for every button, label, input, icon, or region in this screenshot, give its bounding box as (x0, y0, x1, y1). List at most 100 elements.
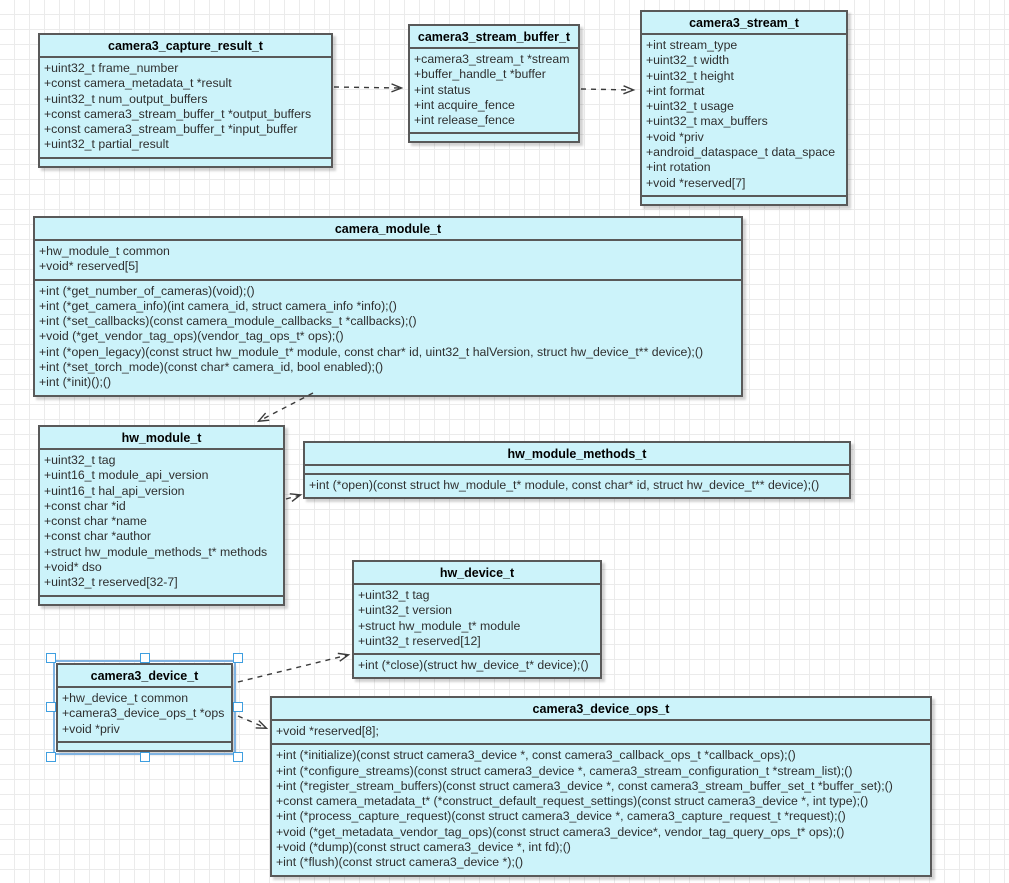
member-row: +android_dataspace_t data_space (646, 145, 836, 160)
member-row: +void (*get_metadata_vendor_tag_ops)(con… (276, 824, 845, 839)
class-camera3-stream[interactable]: camera3_stream_t +int stream_type+uint32… (640, 10, 848, 206)
class-camera3-device[interactable]: camera3_device_t +hw_device_t common+cam… (46, 653, 243, 762)
attributes-compartment: +hw_module_t common+void* reserved[5] (35, 241, 741, 281)
class-camera3-device-ops[interactable]: camera3_device_ops_t +void *reserved[8];… (270, 696, 932, 877)
member-row: +void (*dump)(const struct camera3_devic… (276, 840, 571, 855)
member-row: +int (*flush)(const struct camera3_devic… (276, 855, 524, 870)
member-row: +struct hw_module_t* module (358, 618, 521, 633)
methods-compartment: +int (*open)(const struct hw_module_t* m… (305, 475, 849, 497)
member-row: +void *priv (62, 721, 120, 736)
empty-methods-compartment (40, 597, 283, 604)
resize-handle-bottom-middle[interactable] (139, 751, 150, 762)
class-title: camera3_device_t (58, 665, 231, 688)
class-camera3-stream-buffer[interactable]: camera3_stream_buffer_t +camera3_stream_… (408, 24, 580, 144)
empty-attributes-compartment (305, 466, 849, 475)
member-row: +void *reserved[8]; (276, 724, 379, 738)
connector-stream-buffer-to-stream[interactable] (580, 85, 636, 95)
class-title: hw_module_t (40, 427, 283, 450)
connector-camera-module-to-hw-module[interactable] (256, 392, 314, 423)
member-row: +int (*configure_streams)(const struct c… (276, 763, 853, 778)
member-row: +void (*get_vendor_tag_ops)(vendor_tag_o… (39, 329, 344, 344)
class-title: hw_module_methods_t (305, 443, 849, 466)
member-row: +uint16_t module_api_version (44, 468, 209, 483)
attributes-compartment: +uint32_t frame_number+const camera_meta… (40, 58, 331, 159)
member-row: +int (*set_torch_mode)(const char* camer… (39, 360, 384, 375)
member-row: +const camera3_stream_buffer_t *input_bu… (44, 122, 298, 137)
class-title: camera3_stream_buffer_t (410, 26, 578, 49)
empty-methods-compartment (58, 743, 231, 750)
member-row: +int stream_type (646, 38, 738, 52)
methods-compartment: +int (*initialize)(const struct camera3_… (272, 745, 930, 874)
member-row: +uint32_t reserved[12] (358, 633, 481, 648)
member-row: +uint32_t tag (44, 453, 116, 467)
class-hw-device[interactable]: hw_device_t +uint32_t tag+uint32_t versi… (352, 560, 602, 680)
resize-handle-top-middle[interactable] (139, 653, 150, 663)
member-row: +int (*open_legacy)(const struct hw_modu… (39, 344, 704, 359)
resize-handle-bottom-right[interactable] (233, 751, 243, 762)
attributes-compartment: +camera3_stream_t *stream+buffer_handle_… (410, 49, 578, 135)
member-row: +const camera_metadata_t* (*construct_de… (276, 794, 869, 809)
member-row: +int format (646, 83, 705, 98)
member-row: +void *priv (646, 129, 704, 144)
connector-camera3-device-to-device-ops[interactable] (237, 715, 269, 729)
member-row: +int (*process_capture_request)(const st… (276, 809, 846, 824)
member-row: +hw_device_t common (62, 691, 189, 705)
class-title: hw_device_t (354, 562, 600, 585)
class-title: camera_module_t (35, 218, 741, 241)
resize-handle-middle-left[interactable] (46, 702, 56, 713)
attributes-compartment: +hw_device_t common+camera3_device_ops_t… (58, 688, 231, 743)
member-row: +uint32_t height (646, 68, 734, 83)
member-row: +uint16_t hal_api_version (44, 483, 185, 498)
member-row: +uint32_t max_buffers (646, 114, 768, 129)
member-row: +const camera3_stream_buffer_t *output_b… (44, 106, 312, 121)
member-row: +int status (414, 82, 471, 97)
resize-handle-middle-right[interactable] (233, 702, 243, 713)
member-row: +void *reserved[7] (646, 175, 746, 190)
member-row: +const char *id (44, 498, 126, 513)
class-title: camera3_device_ops_t (272, 698, 930, 721)
class-hw-module[interactable]: hw_module_t +uint32_t tag+uint16_t modul… (38, 425, 285, 606)
member-row: +const camera_metadata_t *result (44, 76, 232, 91)
member-row: +hw_module_t common (39, 244, 170, 258)
member-row: +int (*initialize)(const struct camera3_… (276, 748, 796, 763)
member-row: +uint32_t reserved[32-7] (44, 575, 178, 590)
class-title: camera3_capture_result_t (40, 35, 331, 58)
member-row: +uint32_t partial_result (44, 137, 169, 152)
class-camera-module[interactable]: camera_module_t +hw_module_t common+void… (33, 216, 743, 397)
member-row: +void* dso (44, 560, 102, 575)
member-row: +const char *author (44, 529, 151, 544)
member-row: +int (*register_stream_buffers)(const st… (276, 778, 893, 793)
class-camera3-capture-result[interactable]: camera3_capture_result_t +uint32_t frame… (38, 33, 333, 168)
empty-methods-compartment (40, 159, 331, 166)
member-row: +int (*get_number_of_cameras)(void);() (39, 283, 255, 298)
resize-handle-bottom-left[interactable] (46, 751, 56, 762)
class-hw-module-methods[interactable]: hw_module_methods_t +int (*open)(const s… (303, 441, 851, 500)
attributes-compartment: +uint32_t tag+uint32_t version+struct hw… (354, 585, 600, 656)
member-row: +const char *name (44, 514, 147, 529)
connector-capture-result-to-stream-buffer[interactable] (333, 83, 404, 93)
member-row: +int acquire_fence (414, 97, 515, 112)
member-row: +int (*set_callbacks)(const camera_modul… (39, 314, 417, 329)
resize-handle-top-left[interactable] (46, 653, 56, 663)
member-row: +uint32_t tag (358, 588, 430, 602)
connector-camera3-device-to-hw-device[interactable] (237, 652, 351, 683)
member-row: +void* reserved[5] (39, 259, 139, 274)
member-row: +uint32_t usage (646, 99, 734, 114)
member-row: +uint32_t num_output_buffers (44, 91, 208, 106)
member-row: +uint32_t frame_number (44, 61, 179, 75)
member-row: +uint32_t version (358, 603, 452, 618)
member-row: +int (*open)(const struct hw_module_t* m… (309, 478, 820, 492)
connector-hw-module-to-hw-module-methods[interactable] (285, 493, 303, 503)
member-row: +int (*close)(struct hw_device_t* device… (358, 658, 589, 673)
attributes-compartment: +void *reserved[8]; (272, 721, 930, 746)
member-row: +camera3_device_ops_t *ops (62, 706, 225, 721)
empty-methods-compartment (642, 197, 846, 204)
member-row: +struct hw_module_methods_t* methods (44, 544, 268, 559)
member-row: +int release_fence (414, 113, 515, 128)
member-row: +buffer_handle_t *buffer (414, 67, 546, 82)
member-row: +uint32_t width (646, 53, 730, 68)
attributes-compartment: +int stream_type+uint32_t width+uint32_t… (642, 35, 846, 197)
resize-handle-top-right[interactable] (233, 653, 243, 663)
